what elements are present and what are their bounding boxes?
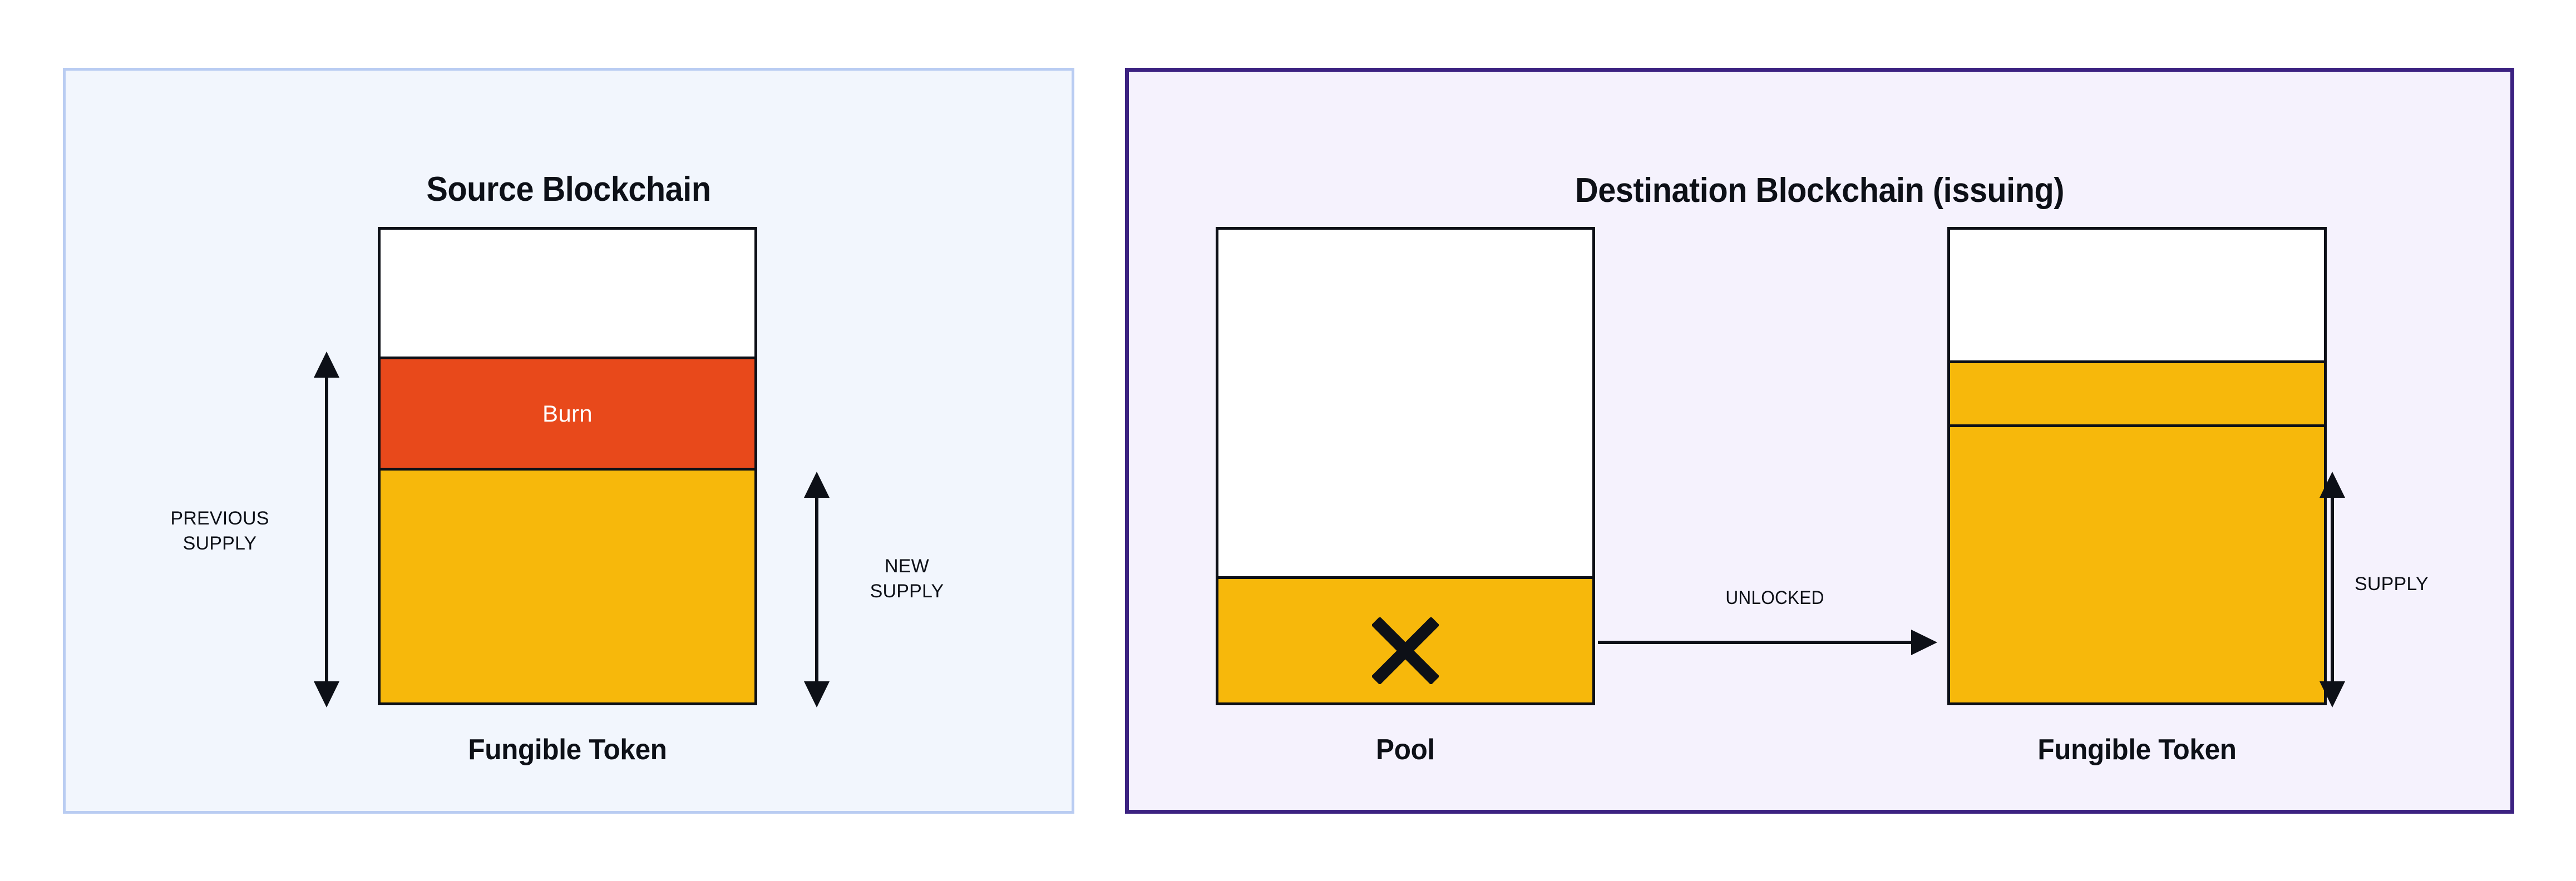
segment-pool-locked-remaining (1218, 576, 1592, 702)
segment-existing-supply (1950, 424, 2324, 702)
cross-icon (1371, 616, 1440, 685)
page-title-source: Source Blockchain (426, 170, 711, 209)
label-unlocked: UNLOCKED (1725, 587, 1824, 608)
arrow-unlocked (1598, 630, 1937, 658)
segment-dest-headroom (1950, 230, 2324, 360)
page-title-destination: Destination Blockchain (issuing) (1575, 171, 2064, 210)
label-new-supply: NEW SUPPLY (870, 556, 944, 602)
source-fungible-token-bar: Burn (378, 227, 757, 705)
measure-supply (2320, 472, 2345, 707)
segment-newly-unlocked (1950, 360, 2324, 424)
segment-burn: Burn (381, 357, 754, 471)
measure-previous-supply (314, 352, 339, 707)
segment-burn-label: Burn (542, 400, 593, 427)
measure-new-supply (804, 472, 830, 707)
segment-headroom (381, 230, 754, 357)
caption-pool: Pool (1376, 734, 1435, 766)
caption-destination-fungible-token: Fungible Token (2037, 734, 2237, 766)
destination-fungible-token-bar (1947, 227, 2327, 705)
caption-source-fungible-token: Fungible Token (468, 734, 667, 766)
destination-pool-bar (1216, 227, 1595, 705)
segment-pool-headroom (1218, 230, 1592, 576)
label-previous-supply: PREVIOUS SUPPLY (170, 508, 269, 554)
label-supply: SUPPLY (2355, 573, 2429, 595)
segment-remaining-supply (381, 471, 754, 702)
